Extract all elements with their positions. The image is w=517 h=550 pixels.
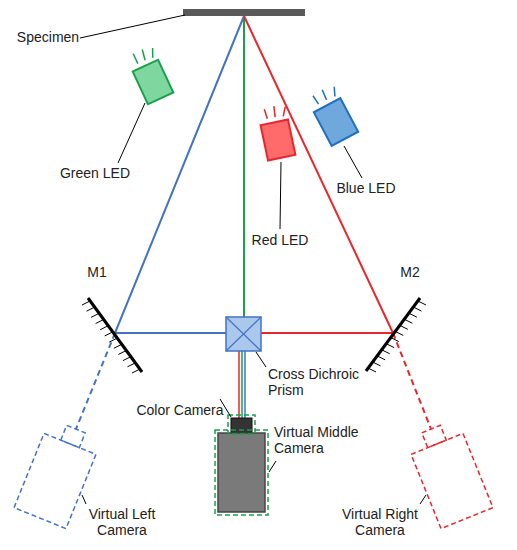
camera-label: Color Camera <box>130 402 230 418</box>
mirror-hatch <box>127 363 135 367</box>
mirror-hatch <box>96 320 104 324</box>
blue-led <box>306 84 358 146</box>
prism-label: Cross Dichroic Prism <box>268 366 368 398</box>
camera-label: Virtual Left Camera <box>77 506 167 538</box>
mirror-label: M1 <box>82 264 112 280</box>
mirror-hatch <box>368 368 376 372</box>
camera-label: Virtual Middle Camera <box>274 424 374 456</box>
mirror-hatch <box>377 356 385 360</box>
led-label: Red LED <box>250 232 310 248</box>
mirror-hatch <box>413 307 421 311</box>
camera-label: Virtual Right Camera <box>335 506 425 538</box>
led-label: Blue LED <box>326 180 406 196</box>
mirror-hatch <box>409 313 417 317</box>
mirror-hatch <box>418 301 426 305</box>
mirror-hatch <box>105 332 113 336</box>
mirror-hatch <box>391 338 399 342</box>
mirror-hatch <box>123 357 131 361</box>
specimen-plate <box>183 9 305 16</box>
mirror-hatch <box>382 350 390 354</box>
mirror-hatch <box>373 362 381 366</box>
mirror-hatch <box>404 319 412 323</box>
mirror-hatch <box>87 307 95 311</box>
mirror-hatch <box>91 313 99 317</box>
virtual-right-camera <box>405 419 493 529</box>
mirror-hatch <box>118 350 126 354</box>
red-led <box>257 104 295 161</box>
mirror-hatch <box>109 338 117 342</box>
cross-dichroic-prism <box>226 317 261 351</box>
specimen-label: Specimen <box>10 29 86 45</box>
mirror-label: M2 <box>395 264 425 280</box>
mirror-hatch <box>395 331 403 335</box>
mirror-hatch <box>386 344 394 348</box>
green-led <box>126 45 173 104</box>
led-label: Green LED <box>50 165 140 181</box>
color-camera <box>215 415 268 515</box>
mirror-hatch <box>100 326 108 330</box>
light-beams <box>76 16 431 429</box>
mirror-hatch <box>82 301 90 305</box>
mirror-hatch <box>132 369 140 373</box>
leader-lines <box>80 15 426 504</box>
mirror-hatch <box>400 325 408 329</box>
mirror-hatch <box>114 344 122 348</box>
mirrors <box>82 298 426 373</box>
